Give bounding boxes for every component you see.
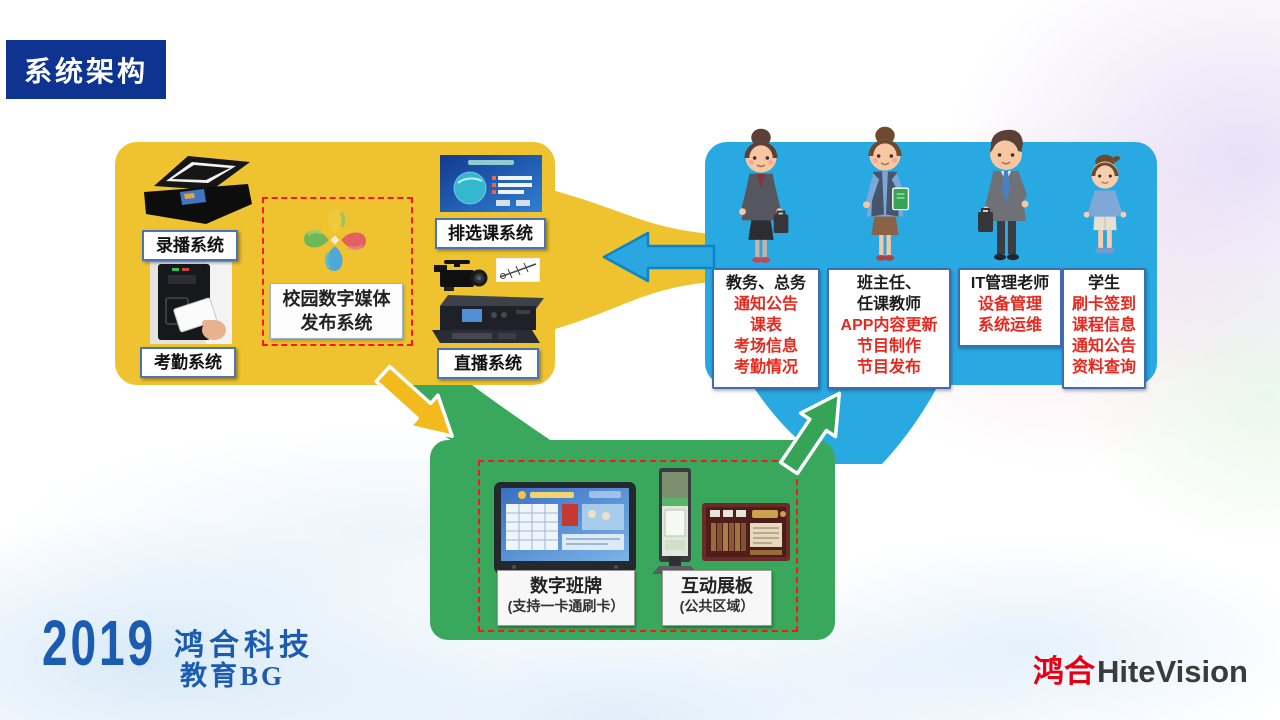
role-student-item-2: 课程信息	[1071, 317, 1136, 334]
role-student-title: 学生	[1087, 275, 1120, 292]
course-system-text: 排选课系统	[448, 223, 533, 243]
recording-system-text: 录播系统	[156, 235, 224, 255]
role-teacher-title-2: 任课教师	[856, 296, 921, 313]
course-system-screen-image	[440, 155, 542, 212]
live-system-text: 直播系统	[454, 353, 522, 373]
person-teacher-illustration	[863, 126, 910, 261]
role-it-item-1: 设备管理	[977, 296, 1042, 313]
person-student-illustration	[1083, 154, 1127, 254]
role-card-admin: 教务、总务 通知公告 课表 考场信息 考勤情况	[712, 268, 820, 389]
digital-class-sign-image	[494, 482, 636, 574]
role-admin-title: 教务、总务	[725, 275, 806, 292]
interactive-board-label: 互动展板 (公共区域）	[662, 570, 772, 626]
brand-logo: 鸿合HiteVision	[1033, 646, 1248, 691]
media-system-text-line1: 校园数字媒体	[282, 289, 391, 309]
title-badge: 系统架构	[6, 40, 166, 99]
class-sign-subtitle: (支持一卡通刷卡）	[507, 598, 625, 614]
kiosk-display-image	[652, 468, 698, 574]
recording-device-image	[144, 156, 252, 224]
media-system-label: 校园数字媒体 发布系统	[270, 283, 403, 339]
media-system-text-line2: 发布系统	[300, 313, 373, 333]
role-admin-item-2: 课表	[749, 317, 782, 334]
live-system-label: 直播系统	[437, 348, 539, 379]
role-teacher-title-1: 班主任、	[856, 275, 921, 292]
attendance-system-label: 考勤系统	[140, 347, 236, 378]
role-card-student: 学生 刷卡签到 课程信息 通知公告 资料查询	[1062, 268, 1146, 389]
wall-display-image	[702, 503, 790, 561]
footer-division: 教育BG	[180, 661, 286, 691]
footer-company-name: 鸿合科技	[174, 629, 314, 662]
brand-logo-cn: 鸿合	[1032, 654, 1095, 689]
role-card-teacher: 班主任、 任课教师 APP内容更新 节目制作 节目发布	[827, 268, 951, 389]
person-admin-staff-illustration	[739, 128, 789, 263]
attendance-system-text: 考勤系统	[154, 352, 222, 372]
footer-year: 2019	[42, 607, 157, 679]
class-sign-title: 数字班牌	[530, 576, 602, 596]
live-server-image	[432, 295, 544, 343]
role-teacher-item-2: 节目制作	[856, 338, 921, 355]
camcorder-image	[434, 260, 488, 291]
antenna-image	[496, 258, 540, 282]
role-admin-item-1: 通知公告	[733, 296, 798, 313]
brand-logo-en: HiteVision	[1096, 654, 1248, 689]
attendance-reader-image	[150, 262, 232, 344]
course-system-label: 排选课系统	[435, 218, 546, 249]
role-student-item-4: 资料查询	[1071, 359, 1136, 376]
role-teacher-item-1: APP内容更新	[840, 317, 938, 334]
terminals-dashed-frame	[478, 460, 798, 632]
role-admin-item-4: 考勤情况	[733, 359, 798, 376]
interactive-board-subtitle: (公共区域）	[679, 598, 755, 614]
media-pinwheel-logo-icon	[304, 209, 366, 271]
role-card-it-manager: IT管理老师 设备管理 系统运维	[958, 268, 1062, 347]
role-teacher-item-3: 节目发布	[856, 359, 921, 376]
recording-system-label: 录播系统	[142, 230, 238, 261]
role-student-item-3: 通知公告	[1071, 338, 1136, 355]
page-title: 系统架构	[23, 55, 148, 87]
role-it-item-2: 系统运维	[977, 317, 1042, 334]
role-student-item-1: 刷卡签到	[1071, 296, 1136, 313]
role-admin-item-3: 考场信息	[733, 338, 798, 355]
role-it-title: IT管理老师	[970, 275, 1050, 292]
person-it-manager-illustration	[978, 129, 1029, 261]
media-system-dashed-frame	[262, 197, 413, 346]
class-sign-label: 数字班牌 (支持一卡通刷卡）	[497, 570, 635, 626]
interactive-board-title: 互动展板	[681, 576, 753, 596]
